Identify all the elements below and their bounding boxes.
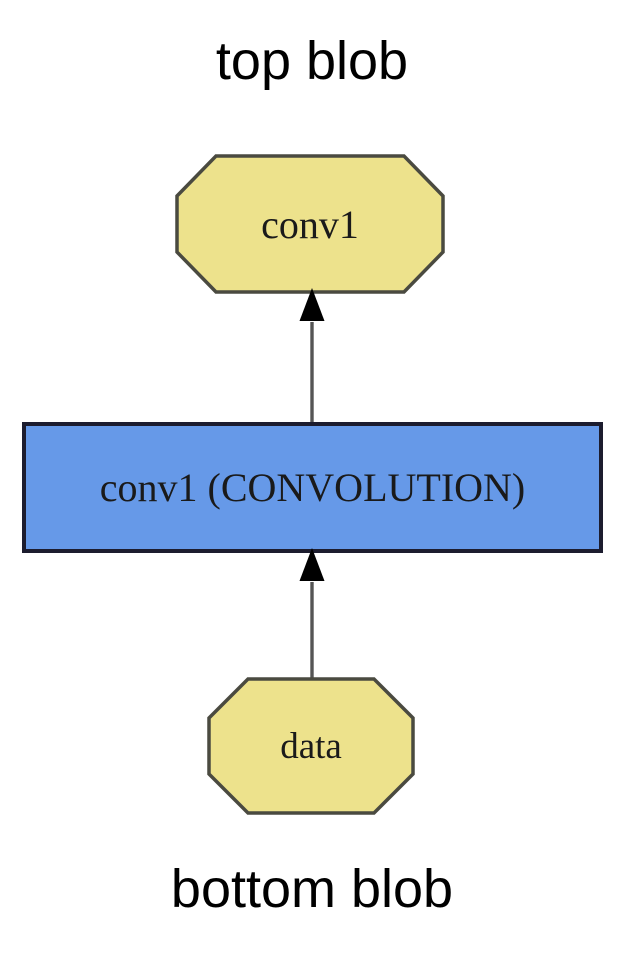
node-conv1-blob[interactable]: conv1 xyxy=(175,154,445,294)
edge-data-blob-to-conv1-layer xyxy=(296,548,328,682)
top-blob-annotation: top blob xyxy=(215,31,409,91)
octagon-shape xyxy=(207,677,415,815)
rectangle-shape xyxy=(22,422,603,553)
bottom-blob-annotation: bottom blob xyxy=(170,859,454,919)
arrow-up-icon xyxy=(299,288,325,426)
node-data-blob[interactable]: data xyxy=(207,677,415,815)
edge-conv1-layer-to-conv1-blob xyxy=(296,288,328,426)
node-conv1-layer[interactable]: conv1 (CONVOLUTION) xyxy=(22,422,603,553)
octagon-shape xyxy=(175,154,445,294)
arrow-up-icon xyxy=(299,548,325,682)
